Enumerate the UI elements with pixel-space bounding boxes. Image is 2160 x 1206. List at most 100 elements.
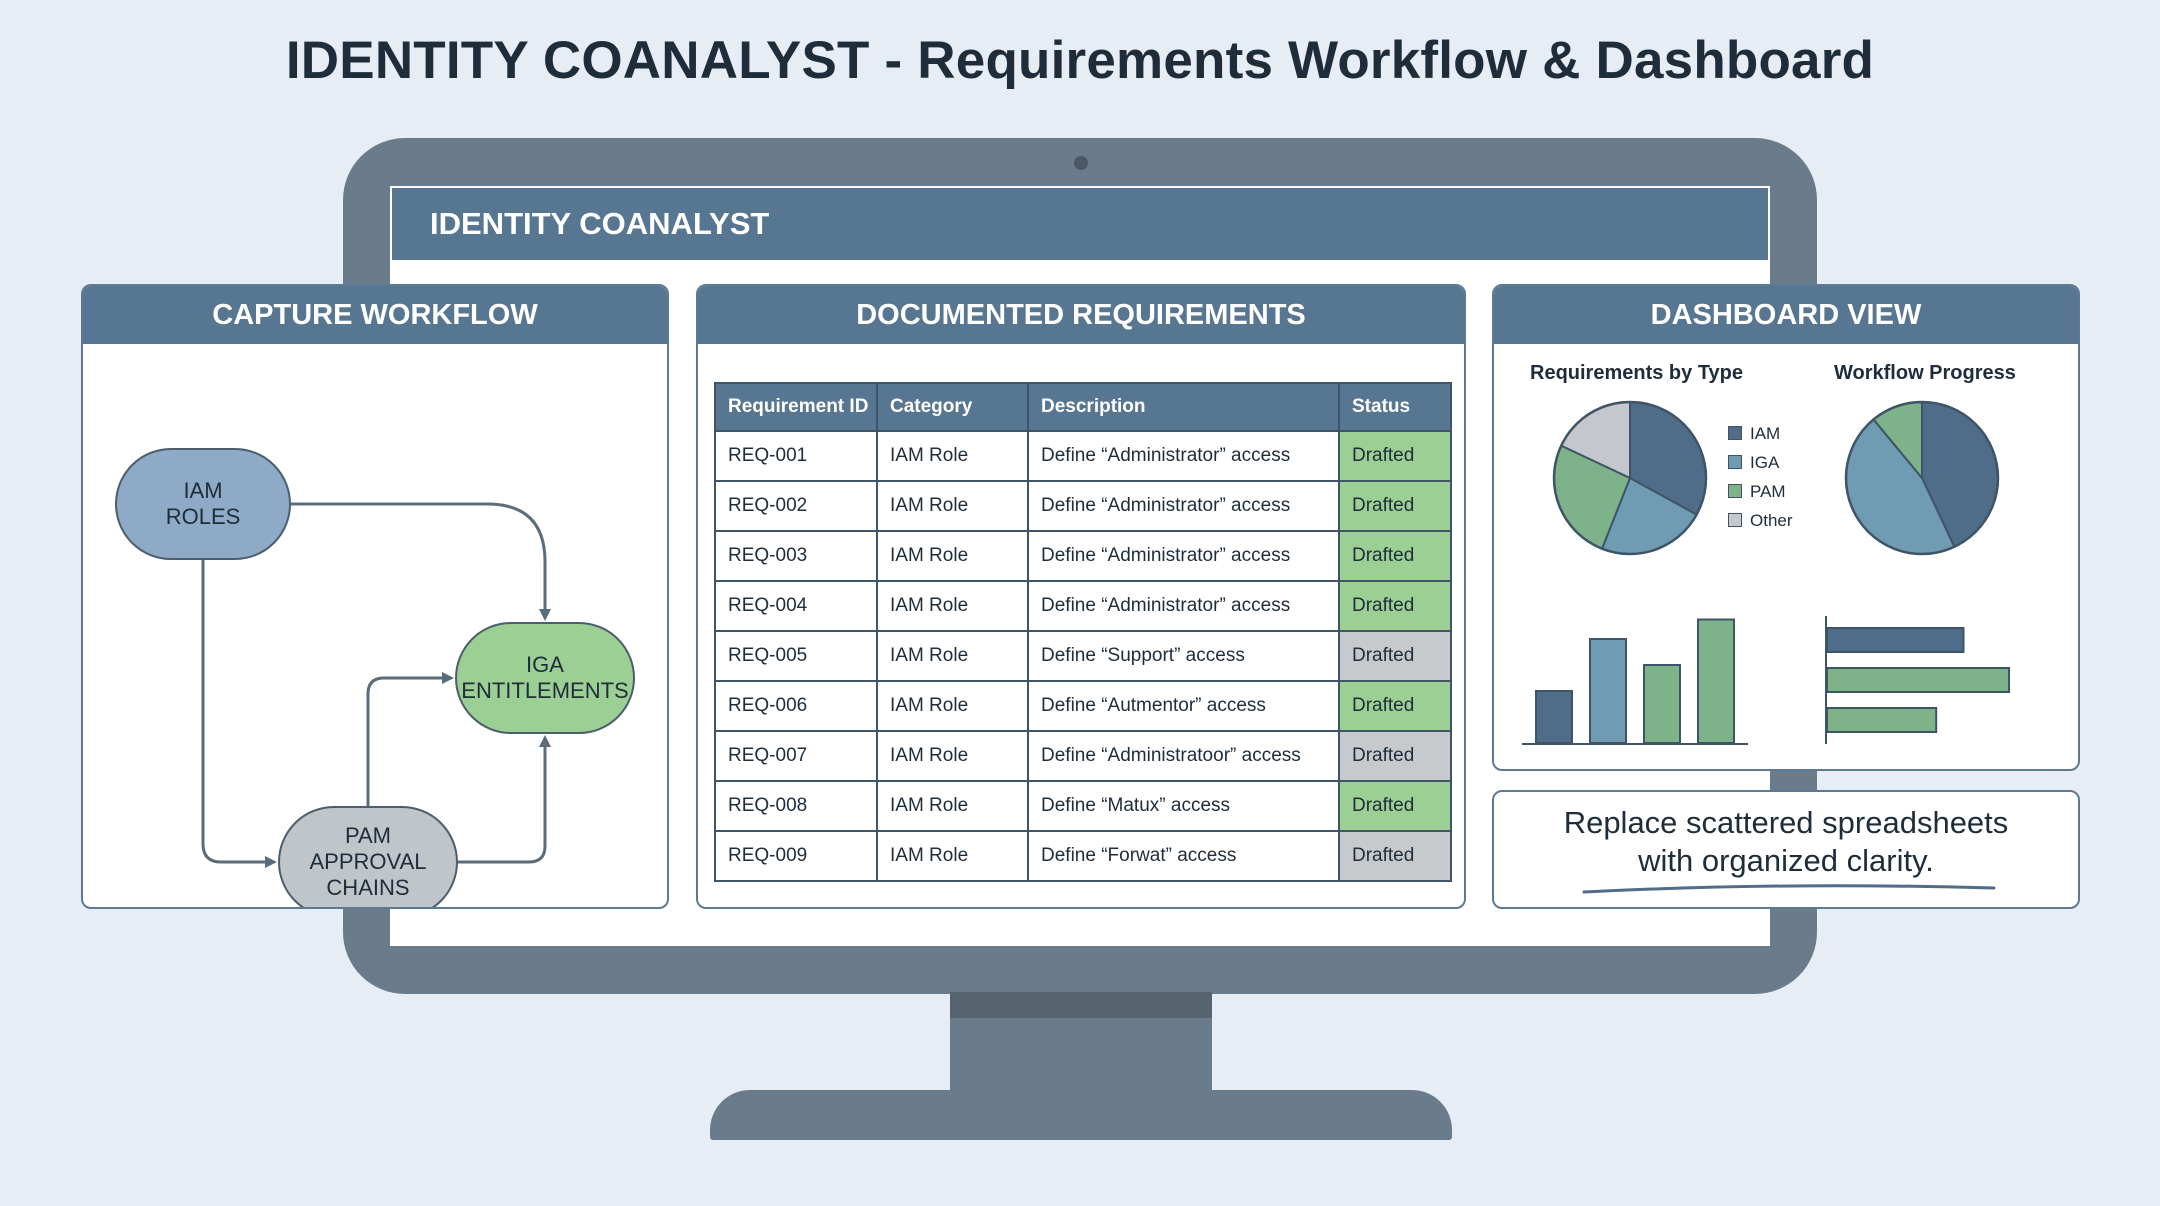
cell-description: Define “Administratoor” access (1027, 730, 1340, 782)
cell-description: Define “Matux” access (1027, 780, 1340, 832)
cell-category: IAM Role (876, 730, 1029, 782)
capture-workflow-header: CAPTURE WORKFLOW (83, 286, 667, 344)
hbar-1 (1826, 627, 1965, 653)
hbar-3 (1826, 707, 1938, 733)
cell-category: IAM Role (876, 780, 1029, 832)
arrow-iam-to-pam (201, 560, 277, 868)
legend-swatch-other (1728, 513, 1742, 527)
arrow-iam-to-iga (291, 502, 551, 621)
cell-description: Define “Administrator” access (1027, 580, 1340, 632)
legend-swatch-iam (1728, 426, 1742, 440)
bar-4 (1697, 618, 1735, 744)
column-header-requirement-id[interactable]: Requirement ID (714, 382, 878, 432)
cell-status: Drafted (1338, 480, 1452, 532)
cell-description: Define “Support” access (1027, 630, 1340, 682)
column-header-category[interactable]: Category (876, 382, 1029, 432)
cell-status: Drafted (1338, 530, 1452, 582)
monitor-camera (1074, 156, 1088, 170)
node-iam-line-2: ROLES (165, 504, 241, 529)
cell-requirement-id: REQ-008 (714, 780, 878, 832)
node-iga-entitlements: IGA ENTITLEMENTS (455, 622, 635, 734)
cell-category: IAM Role (876, 530, 1029, 582)
bar-chart (1522, 618, 1748, 745)
node-iam-roles: IAM ROLES (115, 448, 291, 560)
caption-underline (1582, 884, 1996, 894)
pie-chart-requirements-by-type (1552, 400, 1708, 556)
node-pam-approval-chains: PAM APPROVAL CHAINS (278, 806, 458, 907)
node-iga-line-2: ENTITLEMENTS (461, 678, 629, 703)
dashboard-view-panel: DASHBOARD VIEW Requirements by Type Work… (1492, 284, 2080, 771)
cell-requirement-id: REQ-005 (714, 630, 878, 682)
node-iga-line-1: IGA (526, 652, 564, 677)
legend-label-iga: IGA (1750, 453, 1780, 472)
progress-pie-outline (1844, 400, 2000, 556)
workflow-connectors (201, 502, 551, 868)
bar-3 (1643, 664, 1681, 744)
legend-label-pam: PAM (1750, 482, 1786, 501)
hbar-2 (1826, 667, 2010, 693)
cell-requirement-id: REQ-002 (714, 480, 878, 532)
pie-chart-workflow-progress (1844, 400, 2000, 556)
chart-title-requirements-by-type: Requirements by Type (1530, 362, 1744, 384)
node-pam-line-1: PAM (344, 823, 392, 848)
cell-status: Drafted (1338, 780, 1452, 832)
documented-requirements-panel: DOCUMENTED REQUIREMENTS Requirement ID C… (696, 284, 1466, 909)
column-header-status[interactable]: Status (1338, 382, 1452, 432)
dashboard-canvas: Requirements by Type Workflow Progress I… (1494, 344, 2078, 769)
cell-status: Drafted (1338, 580, 1452, 632)
legend-swatch-pam (1728, 484, 1742, 498)
cell-status: Drafted (1338, 730, 1452, 782)
node-iam-line-1: IAM (183, 478, 223, 503)
cell-status: Drafted (1338, 680, 1452, 732)
legend-swatch-iga (1728, 455, 1742, 469)
caption-box: Replace scattered spreadsheets with orga… (1492, 790, 2080, 909)
cell-description: Define “Autmentor” access (1027, 680, 1340, 732)
monitor-stand-base (710, 1090, 1452, 1140)
caption-line-2: with organized clarity. (1638, 843, 1934, 878)
cell-requirement-id: REQ-004 (714, 580, 878, 632)
cell-requirement-id: REQ-006 (714, 680, 878, 732)
arrow-pam-to-iga-right (458, 735, 551, 864)
legend-label-iam: IAM (1750, 424, 1781, 443)
cell-category: IAM Role (876, 580, 1029, 632)
cell-status: Drafted (1338, 430, 1452, 482)
column-header-description[interactable]: Description (1027, 382, 1340, 432)
capture-workflow-panel: CAPTURE WORKFLOW IAM ROLES IGA ENTITLEME… (81, 284, 669, 909)
cell-description: Define “Administrator” access (1027, 480, 1340, 532)
cell-category: IAM Role (876, 630, 1029, 682)
table-header-row: Requirement ID Category Description Stat… (714, 382, 1452, 432)
cell-requirement-id: REQ-007 (714, 730, 878, 782)
cell-description: Define “Administrator” access (1027, 530, 1340, 582)
cell-status: Drafted (1338, 830, 1452, 882)
cell-category: IAM Role (876, 430, 1029, 482)
documented-requirements-header: DOCUMENTED REQUIREMENTS (698, 286, 1464, 344)
workflow-canvas: IAM ROLES IGA ENTITLEMENTS PAM APPROVAL … (83, 344, 667, 907)
node-pam-line-2: APPROVAL (309, 849, 427, 874)
page-title: IDENTITY COANALYST - Requirements Workfl… (285, 31, 1875, 90)
horizontal-bar-chart (1825, 616, 2010, 744)
cell-requirement-id: REQ-009 (714, 830, 878, 882)
legend-label-other: Other (1750, 511, 1793, 530)
app-header: IDENTITY COANALYST (392, 188, 1768, 260)
dashboard-view-header: DASHBOARD VIEW (1494, 286, 2078, 344)
cell-status: Drafted (1338, 630, 1452, 682)
cell-description: Define “Administrator” access (1027, 430, 1340, 482)
caption-text: Replace scattered spreadsheets with orga… (1494, 804, 2078, 880)
app-name: IDENTITY COANALYST (430, 206, 770, 241)
bar-2 (1589, 638, 1627, 744)
monitor-stand-shadow (950, 992, 1212, 1018)
cell-description: Define “Forwat” access (1027, 830, 1340, 882)
cell-requirement-id: REQ-003 (714, 530, 878, 582)
bar-1 (1535, 690, 1573, 744)
cell-category: IAM Role (876, 680, 1029, 732)
